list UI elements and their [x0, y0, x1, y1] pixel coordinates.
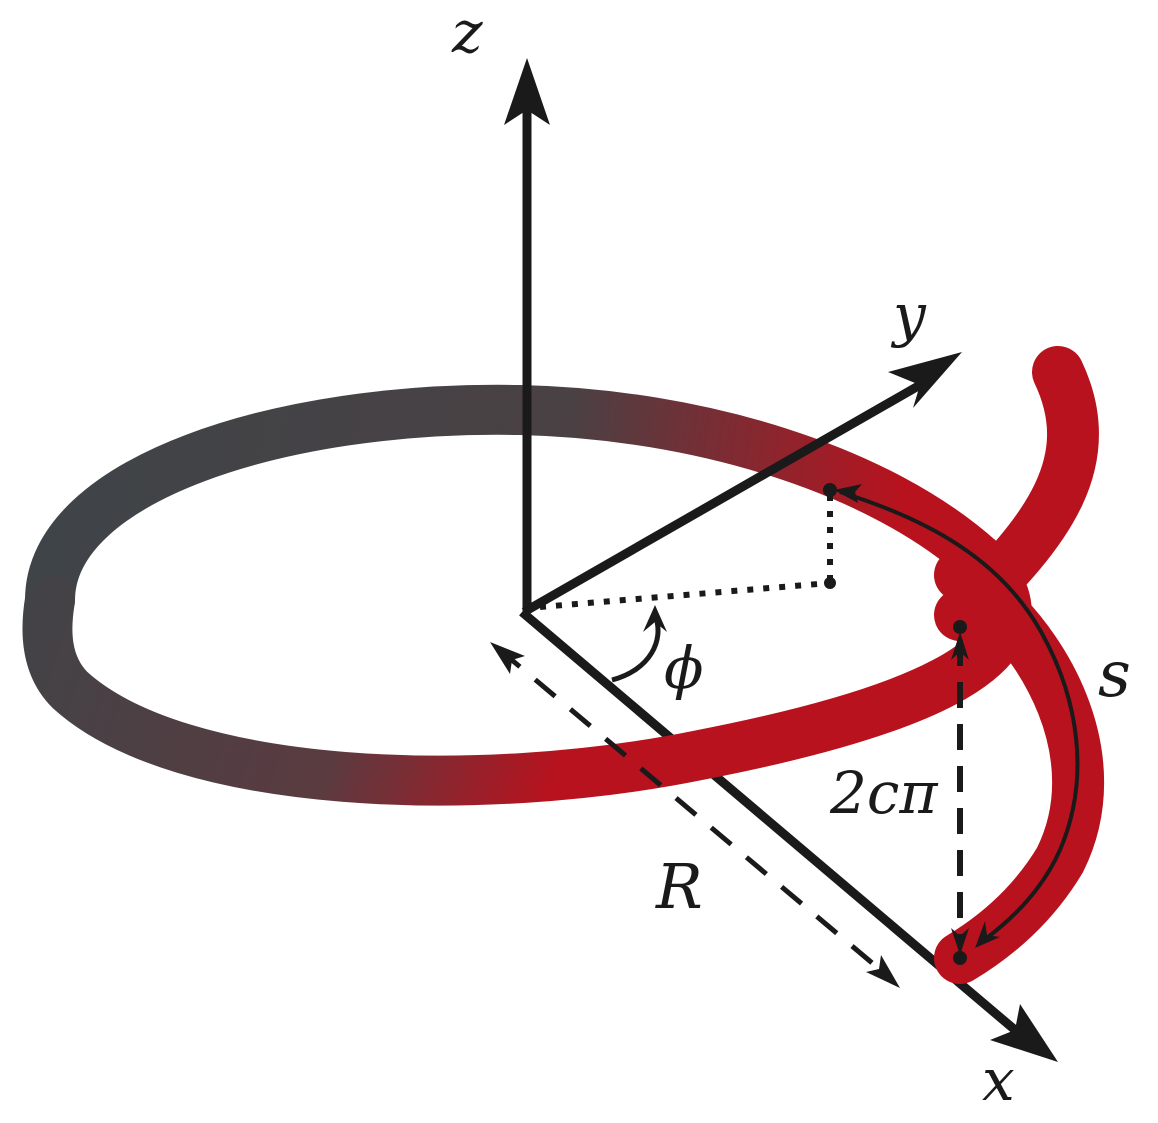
z-axis-arrowhead: [504, 58, 550, 125]
helix-ring-back: [25, 384, 1005, 625]
y-axis-label: y: [890, 281, 927, 349]
pitch-label: 2cπ: [829, 759, 938, 827]
pitch-bottom-point: [953, 951, 967, 965]
radius-label: R: [655, 850, 703, 923]
z-axis-label: z: [451, 0, 483, 66]
z-axis: [504, 58, 550, 612]
pitch-line: [951, 620, 969, 965]
projection-point: [824, 577, 836, 589]
arc-length-label: s: [1098, 638, 1131, 712]
helix-ring-front: [22, 535, 1032, 806]
x-axis-label: x: [982, 1046, 1015, 1114]
radius-line: [490, 642, 900, 988]
phi-label: ϕ: [664, 634, 704, 702]
y-axis-arrowhead: [888, 352, 962, 408]
phi-angle-arc: [611, 605, 667, 683]
projection-lines: [539, 495, 836, 610]
pitch-top-point: [953, 620, 967, 634]
arc-start-point: [823, 483, 837, 497]
y-axis: [521, 352, 962, 616]
x-axis-arrowhead: [990, 1004, 1058, 1062]
arc-length-arrow: [823, 483, 1080, 948]
x-axis: [519, 608, 1058, 1062]
